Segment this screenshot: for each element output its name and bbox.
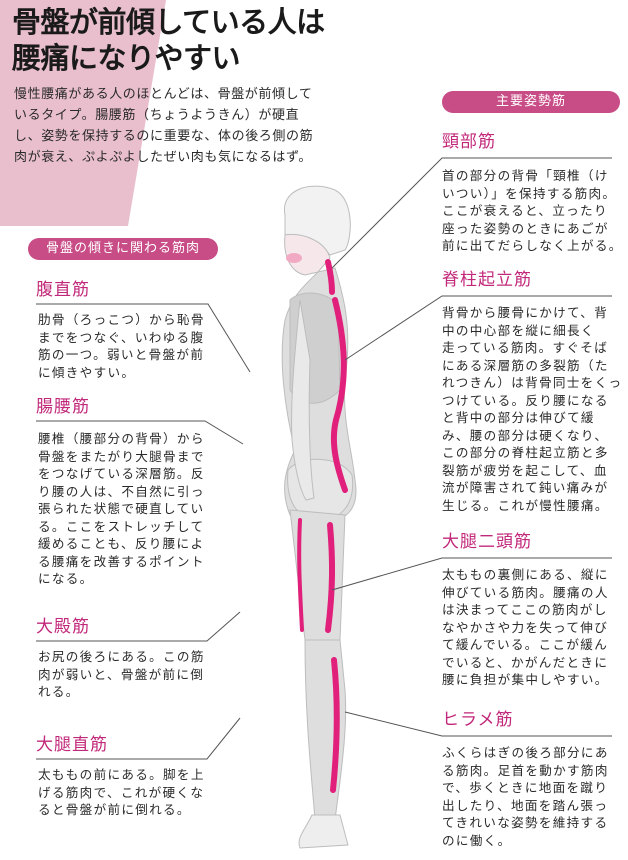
text-line: と背中の部分は伸びて緩 [442,410,595,425]
muscle-heading: 大腿直筋 [36,735,108,755]
text-line: 気になるはず。 [218,150,312,165]
hamstring [325,522,336,633]
text-line: 慢性腰痛がある人のほとんどは、骨盤が前傾 [14,87,286,102]
right-section-label: 主要姿勢筋 [442,91,620,113]
text-line: しているタイプ。腸腰筋（ちょうようきん） [14,87,313,123]
soleus [330,657,340,793]
callout-line [36,303,251,373]
text-line: 中の中心部を縦に細長く [442,322,595,338]
arm [291,299,315,501]
muscle-description: 首の部分の背骨「頸椎（けいつい）」を保持する筋肉。ここが衰えると、立ったり座った… [442,167,623,255]
text-line: にある深層筋の多裂筋（た [442,357,609,373]
text-line: て緩んでいる。ここが緩ん [442,637,609,652]
foot [298,814,349,849]
text-line: でいると、かがんだときに [442,654,609,670]
callout-line [36,611,241,642]
page-title: 骨盤が前傾している人は 腰痛になりやすい [12,4,325,76]
cheek [286,253,302,263]
callout-line [331,157,612,269]
text-line: までをつなぐ、いわゆる腹 [38,329,205,345]
text-line: に傾きやすい。 [38,364,136,380]
text-line: 伸びている筋肉。腰痛の人 [442,584,609,600]
muscle-description: 背骨から腰骨にかけて、背中の中心部を縦に細長く走っている筋肉。すぐそばにある深層… [442,304,623,514]
text-line: 腰に負担が集中しやすい。 [442,672,609,687]
text-line: なやかさや力を失って伸び [442,619,609,635]
text-line: 筋の一つ。弱いと骨盤が前 [38,347,205,362]
text-line: が硬直し、姿勢を保持するのに重要な、体の [14,108,300,144]
intro-text: 慢性腰痛がある人のほとんどは、骨盤が前傾しているタイプ。腸腰筋（ちょうようきん）… [14,84,314,168]
neck-muscle [325,259,335,295]
callout-line [344,295,612,361]
text-line: てきれいな姿勢を維持する [442,815,609,830]
text-line: ふくらはぎの後ろ部分にあ [442,745,609,760]
erector-spinae [330,297,348,493]
text-line: お尻の後ろにある。この筋 [38,649,205,664]
text-line: 裂筋が疲労を起こして、血 [442,462,608,478]
muscle-description: 太ももの裏側にある、縦に伸びている筋肉。腰痛の人は決まってここの筋肉がしなやかさ… [442,566,614,689]
text-line: になる。 [38,571,94,586]
text-line: 背骨から腰骨にかけて、背 [442,305,609,320]
pink-corner-shape [0,0,166,226]
muscle-heading: 腹直筋 [36,280,90,300]
text-line: れる。 [38,684,80,699]
muscle-description: ふくらはぎの後ろ部分にある筋肉。足首を動かす筋肉で、歩くときに地面を蹴り出したり… [442,744,614,849]
muscle-description: お尻の後ろにある。この筋肉が弱いと、骨盤が前に倒れる。 [38,648,210,701]
title-line: 骨盤が前傾している人は [12,5,325,39]
text-line: つけている。反り腰になる [442,392,609,408]
muscle-heading: 大腿二頭筋 [442,532,532,552]
muscle-heading: 腸腰筋 [36,397,90,417]
callout-line [344,711,612,737]
text-line: で、歩くときに地面を蹴り [442,780,609,795]
muscle-heading: 脊柱起立筋 [442,270,532,290]
callout-line [36,717,241,760]
text-line: 走っている筋肉。すぐそば [442,340,609,355]
text-line: 太ももの裏側にある、縦に [442,567,609,582]
text-line: 張られた状態で硬直してい [38,501,205,516]
callout-lines [36,157,612,760]
text-line: 肉が弱いと、骨盤が前に倒 [38,666,205,682]
text-line: 流が障害されて鈍い痛みが [442,480,609,495]
text-line: げる筋肉で、これが硬くな [38,784,205,800]
text-line: 座った姿勢のときにあごが [442,220,609,236]
text-line: 後ろ側の筋肉が衰え、ぷよぷよしたぜい肉も [14,129,314,165]
callout-line [331,557,612,591]
text-line: 太ももの前にある。脚を上 [38,767,205,782]
title-line: 腰痛になりやすい [12,41,241,75]
text-line: のに働く。 [442,832,512,848]
text-line: れつきん）は背骨同士をくっ [442,375,623,390]
text-line: 前に出てだらしなく上がる。 [442,238,623,253]
text-line: 緩めることも、反り腰によ [38,536,205,551]
text-line: ると骨盤が前に倒れる。 [38,802,191,817]
text-line: いつい）」を保持する筋肉。 [442,185,617,201]
text-line: をつなげている深層筋。反 [38,466,205,481]
muscle-heading: ヒラメ筋 [442,710,514,730]
rectus-femoris [297,518,304,632]
callout-line [36,420,244,445]
text-line: 骨盤をまたがり大腿骨まで [38,448,205,464]
muscle-description: 太ももの前にある。脚を上げる筋肉で、これが硬くなると骨盤が前に倒れる。 [38,766,210,819]
muscle-highlights [297,259,348,793]
text-line: は決まってここの筋肉がし [442,602,608,617]
text-line: る腰痛を改善するポイント [38,553,205,569]
text-line: ここが衰えると、立ったり [442,203,608,218]
left-section-label: 骨盤の傾きに関わる筋肉 [28,238,218,260]
text-line: 生じる。これが慢性腰痛。 [442,497,609,513]
muscle-description: 腰椎（腰部分の背骨）から骨盤をまたがり大腿骨までをつなげている深層筋。反り腰の人… [38,430,210,588]
text-line: る。ここをストレッチして [38,518,205,534]
text-line: この部分の脊柱起立筋と多 [442,445,609,460]
text-line: 出したり、地面を踏ん張っ [442,797,609,813]
muscle-heading: 大殿筋 [36,617,90,637]
muscle-heading: 頸部筋 [442,132,496,152]
body-figure [281,185,357,849]
text-line: み、腰の部分は硬くなり、 [442,427,609,443]
text-line: 腰椎（腰部分の背骨）から [38,431,205,446]
muscle-description: 肋骨（ろっこつ）から恥骨までをつなぐ、いわゆる腹筋の一つ。弱いと骨盤が前に傾きや… [38,311,210,381]
text-line: 肋骨（ろっこつ）から恥骨 [38,312,205,327]
text-line: る筋肉。足首を動かす筋肉 [442,762,609,778]
text-line: り腰の人は、不自然に引っ [38,483,205,499]
text-line: 首の部分の背骨「頸椎（け [442,168,609,183]
